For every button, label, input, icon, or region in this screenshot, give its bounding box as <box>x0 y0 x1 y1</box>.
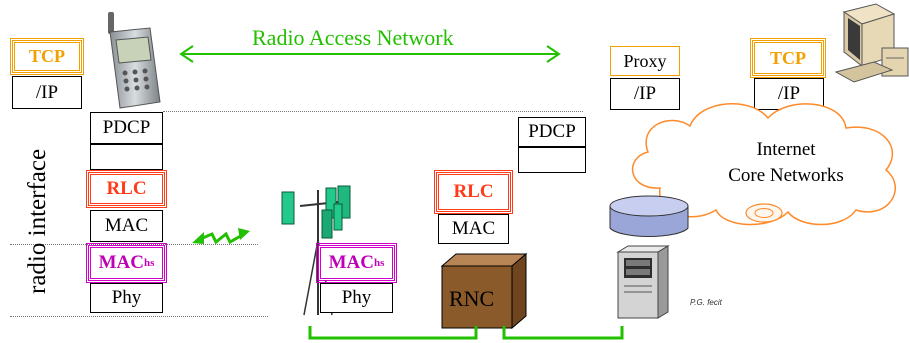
database-icon <box>609 195 689 238</box>
radio-link-arrow <box>192 228 250 245</box>
proxy-label: Proxy <box>610 46 680 76</box>
rnc-mac-box: MAC <box>438 214 509 244</box>
nodeb-machs-label: MAC <box>328 252 374 273</box>
credit-text: P.G. fecit <box>690 298 722 307</box>
mobile-pdcp-empty-box <box>90 144 163 170</box>
ran-arrow <box>179 45 561 63</box>
mobile-phone-icon <box>108 12 161 109</box>
server-tower-icon <box>616 245 670 319</box>
cloud-label: Internet Core Networks <box>706 137 866 189</box>
internet-cloud-icon <box>631 102 897 226</box>
mobile-machs-sub: hs <box>143 257 155 269</box>
nodeb-machs-sub: hs <box>373 257 385 269</box>
rnc-rlc-box: RLC <box>434 170 513 214</box>
mobile-rlc-box: RLC <box>86 170 167 208</box>
server-tcp-box: TCP <box>750 38 826 78</box>
mobile-mac-box: MAC <box>90 210 163 242</box>
mobile-pdcp-box: PDCP <box>90 112 163 144</box>
rnc-label: RNC <box>449 286 495 311</box>
iub-iu-links <box>308 326 624 340</box>
nodeb-phy-box: Phy <box>320 283 393 313</box>
dotted-line-top <box>163 111 583 112</box>
ran-label: Radio Access Network <box>252 25 454 50</box>
dotted-line-mid <box>10 244 258 245</box>
rnc-box-icon <box>440 252 528 330</box>
mobile-machs-label: MAC <box>98 252 144 273</box>
rnc-pdcp-empty-box <box>518 147 586 173</box>
radio-interface-label: radio interface <box>24 148 51 294</box>
mobile-phy-box: Phy <box>90 283 163 313</box>
cloud-ring-icon <box>745 203 783 223</box>
mobile-ip-box: /IP <box>12 76 82 109</box>
mobile-tcp-box: TCP <box>10 38 84 75</box>
dotted-line-bottom <box>10 316 268 317</box>
cloud-line-1: Internet <box>756 139 816 160</box>
proxy-ip-box: /IP <box>610 78 680 110</box>
rnc-pdcp-box: PDCP <box>518 117 586 147</box>
desktop-computer-icon <box>834 3 909 83</box>
cloud-line-2: Core Networks <box>728 165 844 186</box>
